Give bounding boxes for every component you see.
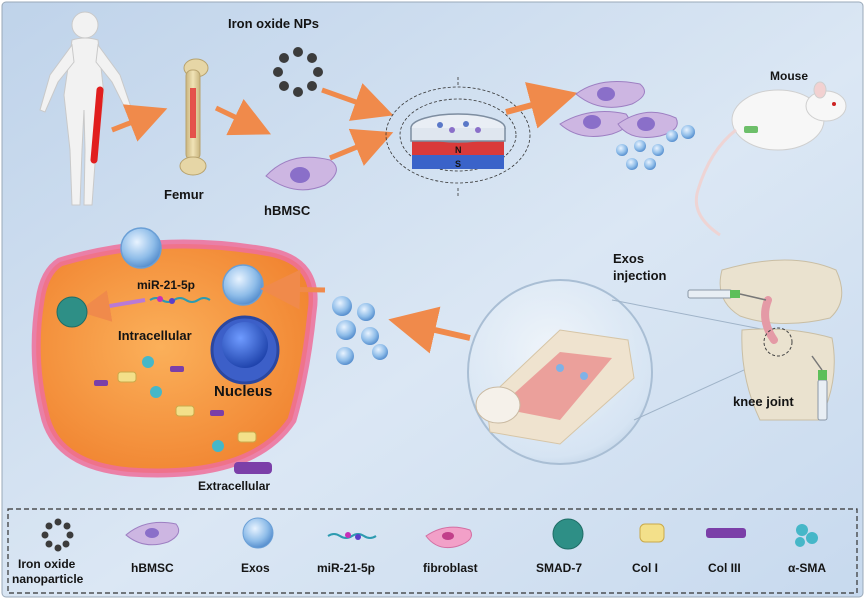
arrow-mirna-smad7 (78, 290, 146, 322)
nucleus-label: Nucleus (214, 383, 272, 400)
magnet-n-label: N (455, 145, 462, 155)
exos-injection-label-line2: injection (613, 268, 667, 283)
col3-icons (94, 366, 224, 416)
mouse-label: Mouse (770, 69, 808, 83)
legend-exos-icon (242, 517, 274, 549)
legend-asma-label: α-SMA (788, 561, 826, 575)
legend-fibroblast-icon (425, 526, 472, 549)
syringe-bottom-icon (811, 355, 828, 421)
legend-col1-label: Col I (632, 561, 658, 575)
arrow-nps-dish (321, 83, 394, 121)
legend-exos-label: Exos (241, 561, 270, 575)
magnet-north (412, 141, 504, 155)
iron-oxide-label: Iron oxide NPs (228, 16, 319, 31)
exos-group-middle (332, 296, 388, 365)
legend-col3-icon (706, 528, 746, 538)
legend-col3-label: Col III (708, 561, 741, 575)
legend-hbmsc-icon (125, 521, 180, 546)
syringe-top-icon (687, 289, 767, 301)
legend-iron-oxide-icon (41, 518, 74, 552)
legend-asma-icon (795, 524, 818, 547)
arrow-human-femur (111, 104, 168, 142)
legend-smad7-label: SMAD-7 (536, 561, 582, 575)
tissue-magnified-bubble (467, 279, 653, 465)
mouse-icon (694, 81, 847, 237)
col1-icons (117, 371, 257, 443)
hbmsc-cluster-icon (559, 81, 678, 138)
legend-col1-icon (639, 523, 665, 543)
intracellular-label: Intracellular (118, 328, 192, 343)
exo-uptake-top (120, 227, 264, 306)
exos-group-top (616, 125, 695, 170)
arrow-bubble-exos (388, 306, 471, 354)
col3-extracellular-icon (234, 462, 272, 474)
asma-icons (142, 356, 224, 452)
legend-frame (7, 508, 858, 594)
legend-iron-oxide-label-2: nanoparticle (12, 572, 84, 586)
femur-highlight (90, 86, 104, 164)
knee-joint-label: knee joint (733, 394, 794, 409)
smad7-icon (56, 296, 88, 328)
magnetic-culture-dish: N S (385, 75, 531, 198)
legend-fibroblast-label: fibroblast (423, 561, 478, 575)
exos-injection-label-line1: Exos (613, 251, 644, 266)
legend-smad7-icon (552, 518, 584, 550)
legend-mirna-label: miR-21-5p (317, 561, 375, 575)
mirna-strand-icon (149, 296, 211, 304)
legend-hbmsc-label: hBMSC (131, 561, 174, 575)
legend-iron-oxide-label-1: Iron oxide (18, 557, 76, 571)
mirna-label: miR-21-5p (137, 278, 195, 292)
extracellular-label: Extracellular (198, 479, 270, 493)
arrow-hbmsc-dish (329, 128, 394, 166)
arrow-exos-cell (260, 269, 326, 310)
iron-oxide-nps-icon (273, 47, 323, 97)
femur-icon (179, 58, 209, 176)
hbmsc-label: hBMSC (264, 203, 311, 218)
magnet-s-label: S (455, 159, 461, 169)
legend-mirna-icon (327, 532, 377, 540)
legend: Iron oxide nanoparticle hBMSC Exos miR-2… (7, 508, 858, 594)
nucleus-icon (210, 315, 280, 385)
femur-label: Femur (164, 187, 204, 202)
arrow-dish-cells (505, 82, 578, 129)
knee-joint-icon (719, 259, 843, 421)
magnet-south (412, 155, 504, 169)
arrow-femur-hbmsc (214, 99, 272, 136)
hbmsc-cell-icon (265, 156, 337, 191)
